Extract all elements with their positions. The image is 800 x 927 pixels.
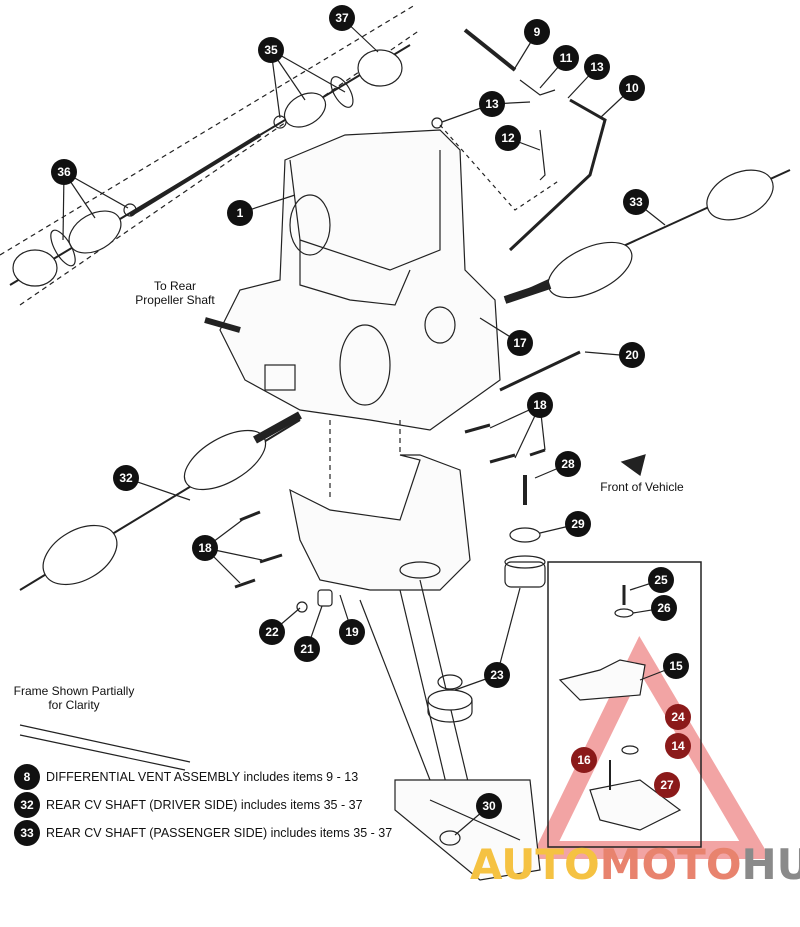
legend-item: 8 DIFFERENTIAL VENT ASSEMBLY includes it… [14,764,358,790]
callout-13-a: 13 [479,91,505,117]
callout-9: 9 [524,19,550,45]
frame-note-line-2: for Clarity [48,698,100,712]
legend-item: 33 REAR CV SHAFT (PASSENGER SIDE) includ… [14,820,392,846]
callout-13-b: 13 [584,54,610,80]
callout-26: 26 [651,595,677,621]
callout-15: 15 [663,653,689,679]
callout-29: 29 [565,511,591,537]
watermark-part-2: MOTO [599,840,742,889]
watermark-part-3: HUB [741,840,800,889]
callout-32: 32 [113,465,139,491]
callout-12: 12 [495,125,521,151]
callout-25: 25 [648,567,674,593]
callout-10: 10 [619,75,645,101]
legend-number: 33 [14,820,40,846]
callout-19: 19 [339,619,365,645]
callout-28: 28 [555,451,581,477]
callout-18-a: 18 [527,392,553,418]
callout-16: 16 [571,747,597,773]
callout-37: 37 [329,5,355,31]
callout-21: 21 [294,636,320,662]
callout-24: 24 [665,704,691,730]
rear-propeller-shaft-label: To Rear Propeller Shaft [130,279,220,307]
callout-35: 35 [258,37,284,63]
callout-20: 20 [619,342,645,368]
legend-text: DIFFERENTIAL VENT ASSEMBLY includes item… [46,770,359,784]
callout-23: 23 [484,662,510,688]
callout-17: 17 [507,330,533,356]
callout-14: 14 [665,733,691,759]
rear-propeller-label-line-1: To Rear [153,279,197,293]
frame-note-label: Frame Shown Partially for Clarity [6,684,142,712]
callout-27: 27 [654,772,680,798]
legend-number: 32 [14,792,40,818]
watermark-part-1: AUTO [470,840,600,889]
callout-11: 11 [553,45,579,71]
callout-18-b: 18 [192,535,218,561]
frame-note-line-1: Frame Shown Partially [13,684,135,698]
callout-1: 1 [227,200,253,226]
watermark-logo: AUTOMOTOHUB [470,840,800,889]
rear-propeller-label-line-2: Propeller Shaft [135,293,215,307]
callout-33: 33 [623,189,649,215]
legend-item: 32 REAR CV SHAFT (DRIVER SIDE) includes … [14,792,363,818]
callout-36: 36 [51,159,77,185]
front-of-vehicle-label: Front of Vehicle [600,480,684,494]
callout-30: 30 [476,793,502,819]
callout-22: 22 [259,619,285,645]
legend-text: REAR CV SHAFT (DRIVER SIDE) includes ite… [46,798,363,812]
legend-number: 8 [14,764,40,790]
legend-text: REAR CV SHAFT (PASSENGER SIDE) includes … [46,826,393,840]
